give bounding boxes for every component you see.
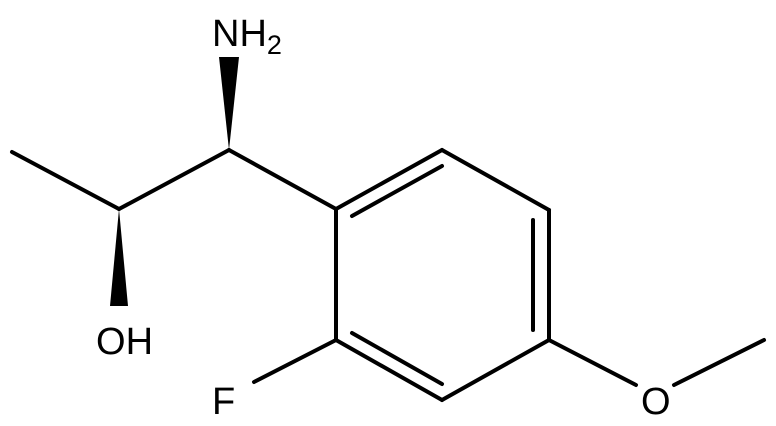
- bond-ring-ether-oxygen: [547, 338, 638, 387]
- atom-label-amine: NH2: [212, 13, 282, 60]
- ring-bond-c1a-c6a: [334, 148, 444, 211]
- bond-c1-ring: [227, 148, 338, 211]
- bond-ring-fluorine: [252, 338, 338, 384]
- bond-ether-oxygen-methyl: [672, 338, 766, 387]
- ring-double-bond-inner-3: [350, 331, 444, 386]
- atom-label-hydroxyl: OH: [96, 321, 153, 363]
- atom-label-fluorine: F: [212, 381, 235, 423]
- ring-bond-c6a-c5a: [440, 148, 551, 212]
- atom-label-ether-oxygen: O: [641, 381, 671, 423]
- wedge-bond-c1-nh2: [219, 57, 239, 150]
- bond-c2-c1: [117, 148, 231, 211]
- ring-double-bond-inner-1: [350, 164, 444, 218]
- ring-bond-c3a-c2a: [334, 338, 444, 402]
- bond-ch3-c2: [10, 150, 121, 211]
- ring-bond-c4a-c3a: [440, 338, 551, 402]
- wedge-bond-c2-oh: [110, 209, 128, 306]
